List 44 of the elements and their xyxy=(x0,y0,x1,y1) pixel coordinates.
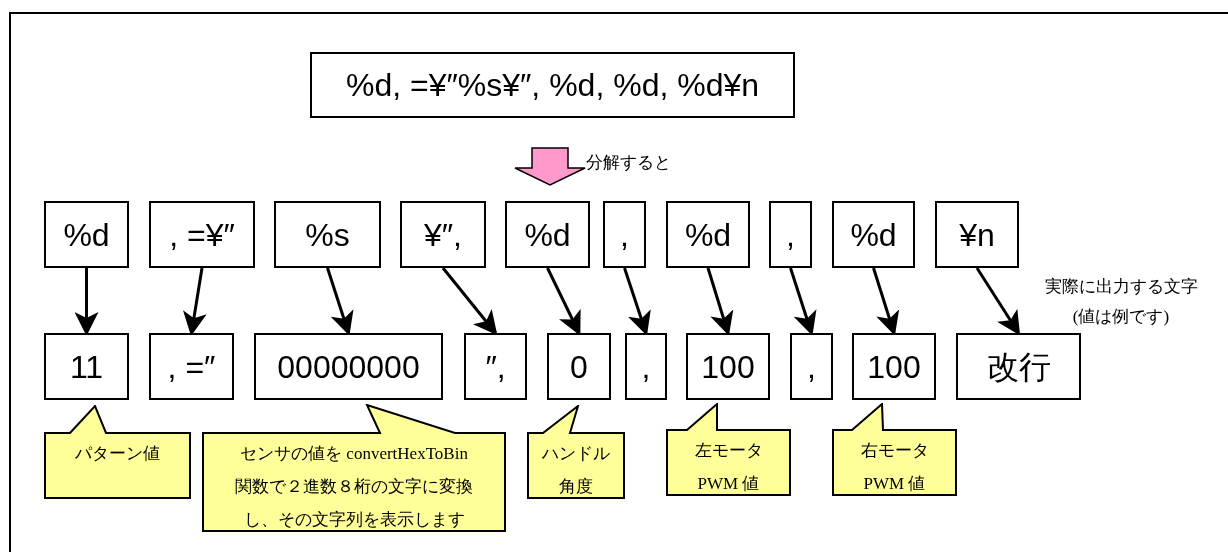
text-box: 0 xyxy=(547,333,611,400)
text-box: %d xyxy=(505,201,590,268)
callout-text: 左モータPWM 値 xyxy=(693,440,764,495)
arrow xyxy=(183,267,207,336)
text-box: %d, =¥″%s¥″, %d, %d, %d¥n xyxy=(310,52,795,118)
callout-text: ハンドル角度 xyxy=(541,443,611,498)
arrow xyxy=(872,267,900,336)
callout-text: パターン値 xyxy=(74,443,161,465)
callout xyxy=(832,403,957,496)
callout-text: 右モータPWM 値 xyxy=(859,440,930,495)
text-box: , xyxy=(769,201,812,268)
edge-label: 分解すると xyxy=(586,153,671,172)
arrow xyxy=(706,267,734,336)
block-arrow xyxy=(514,147,586,186)
callout xyxy=(44,405,191,499)
arrow xyxy=(975,267,1021,336)
arrow xyxy=(326,267,354,336)
text-box: %d xyxy=(44,201,129,268)
callout xyxy=(527,405,625,499)
callout xyxy=(666,403,791,496)
text-box: 11 xyxy=(44,333,129,400)
arrow xyxy=(789,267,817,336)
text-box: , xyxy=(790,333,833,400)
text-box: 100 xyxy=(686,333,770,400)
note-text: 実際に出力する文字(値は例です) xyxy=(1043,276,1199,328)
arrow xyxy=(623,267,651,336)
text-box: ¥″, xyxy=(400,201,486,268)
text-box: 改行 xyxy=(956,333,1081,400)
text-box: ″, xyxy=(464,333,527,400)
text-box: , =″ xyxy=(149,333,234,400)
text-box: %d xyxy=(832,201,915,268)
text-box: %s xyxy=(274,201,381,268)
arrow xyxy=(441,267,498,336)
text-box: , xyxy=(603,201,646,268)
arrow xyxy=(546,267,581,336)
text-box: 100 xyxy=(852,333,936,400)
text-box: , xyxy=(625,333,667,400)
text-box: ¥n xyxy=(935,201,1019,268)
text-box: 00000000 xyxy=(254,333,443,400)
arrow xyxy=(74,268,99,336)
text-box: , =¥″ xyxy=(149,201,255,268)
callout-text: センサの値を convertHexToBin関数で２進数８桁の文字に変換し、その文字列を表示します xyxy=(234,443,474,531)
callout xyxy=(202,404,506,532)
text-box: %d xyxy=(666,201,750,268)
